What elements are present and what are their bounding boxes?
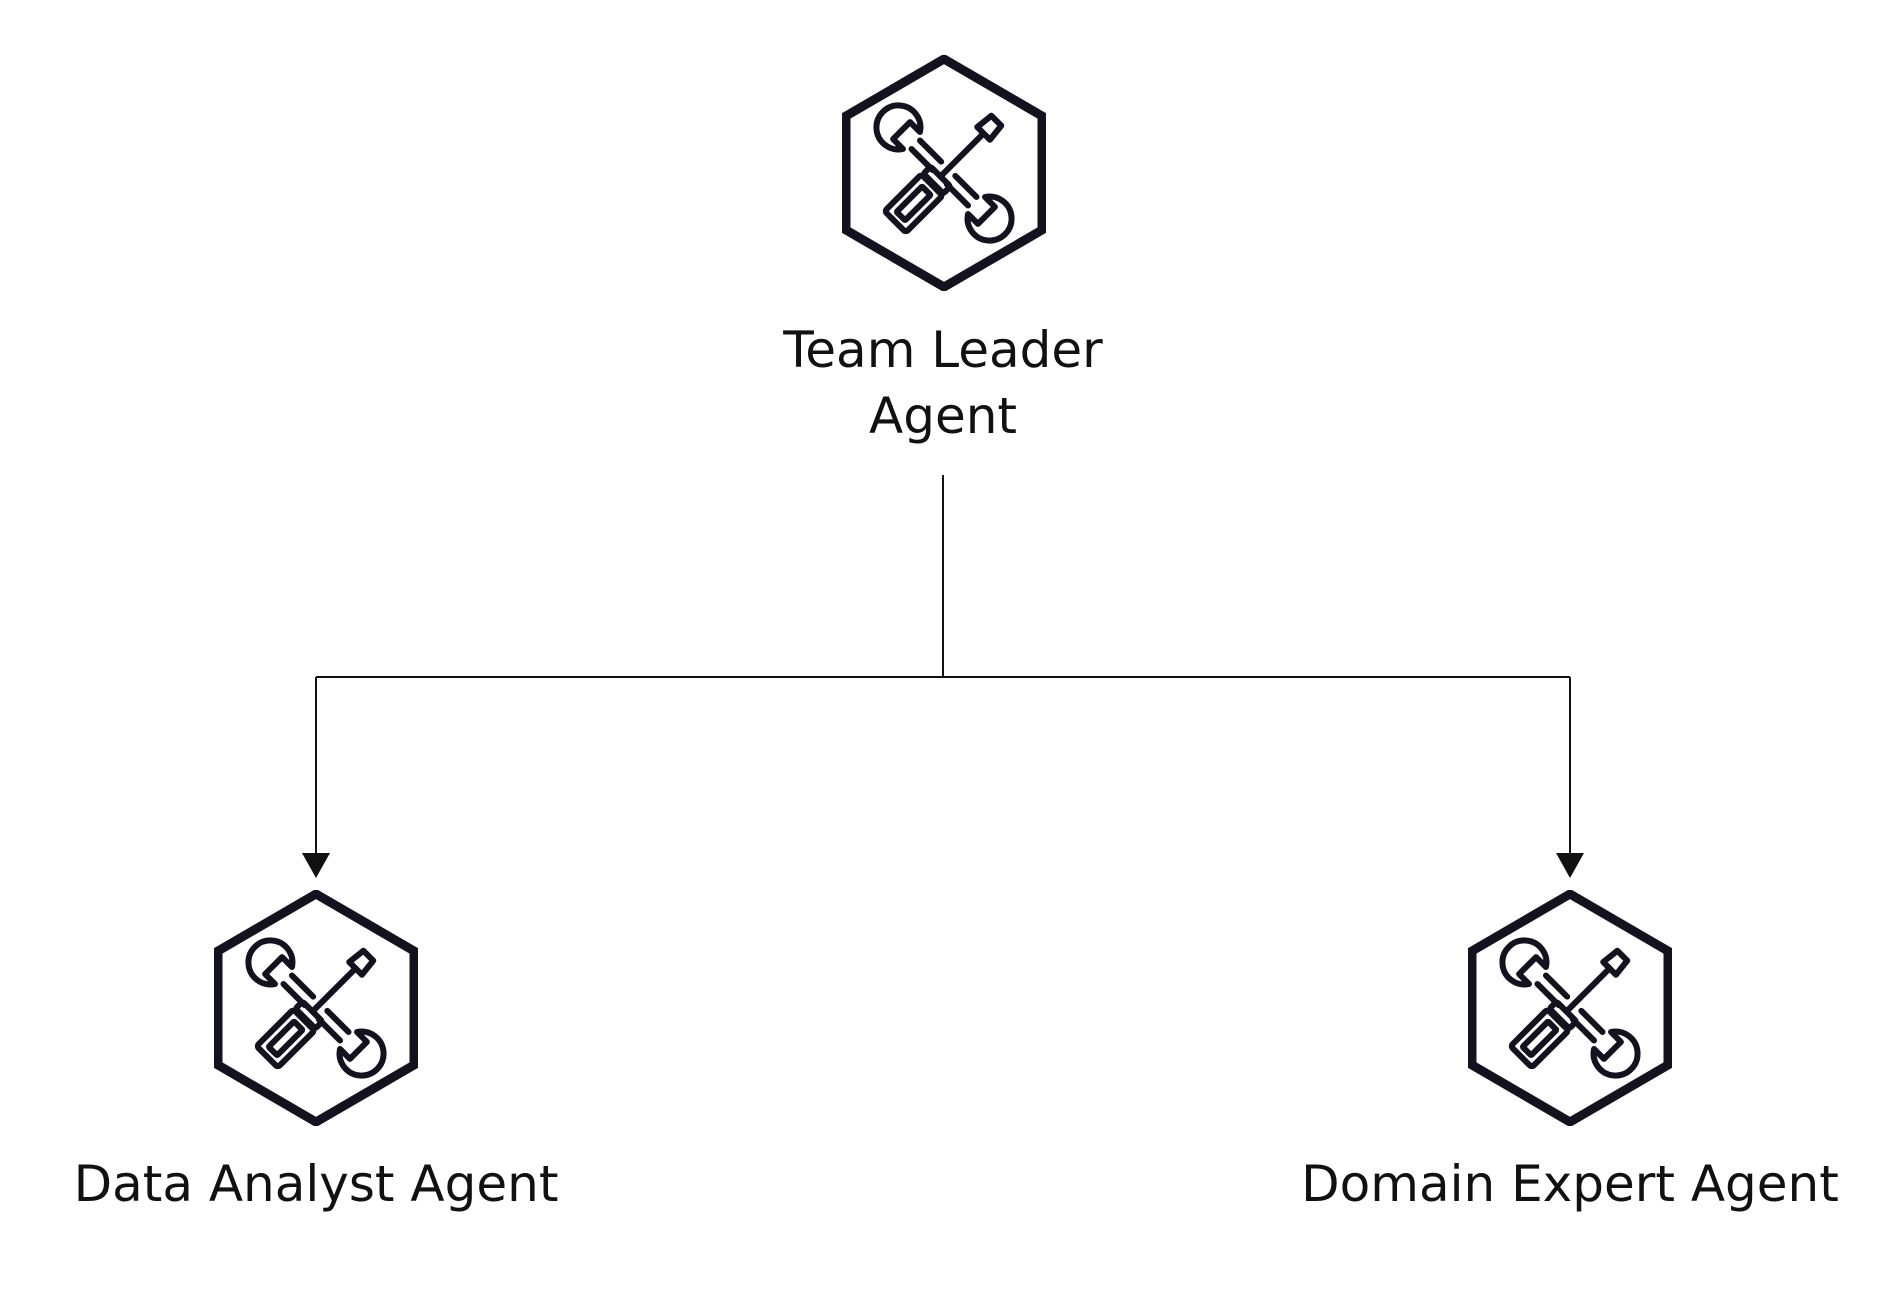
node-label-team-leader-line1: Team Leader [783, 321, 1103, 379]
node-label-team-leader-line2: Agent [869, 387, 1017, 445]
tools-icon [214, 890, 418, 1126]
node-label-data-analyst: Data Analyst Agent [73, 1155, 559, 1213]
tools-icon [842, 55, 1046, 291]
arrowhead-domain-expert [1556, 853, 1584, 878]
node-team-leader [842, 55, 1046, 291]
node-label-domain-expert: Domain Expert Agent [1301, 1155, 1839, 1213]
node-label-team-leader: Team Leader Agent [693, 317, 1193, 449]
tools-icon [1468, 890, 1672, 1126]
node-domain-expert [1468, 890, 1672, 1126]
node-data-analyst [214, 890, 418, 1126]
arrowhead-data-analyst [302, 853, 330, 878]
